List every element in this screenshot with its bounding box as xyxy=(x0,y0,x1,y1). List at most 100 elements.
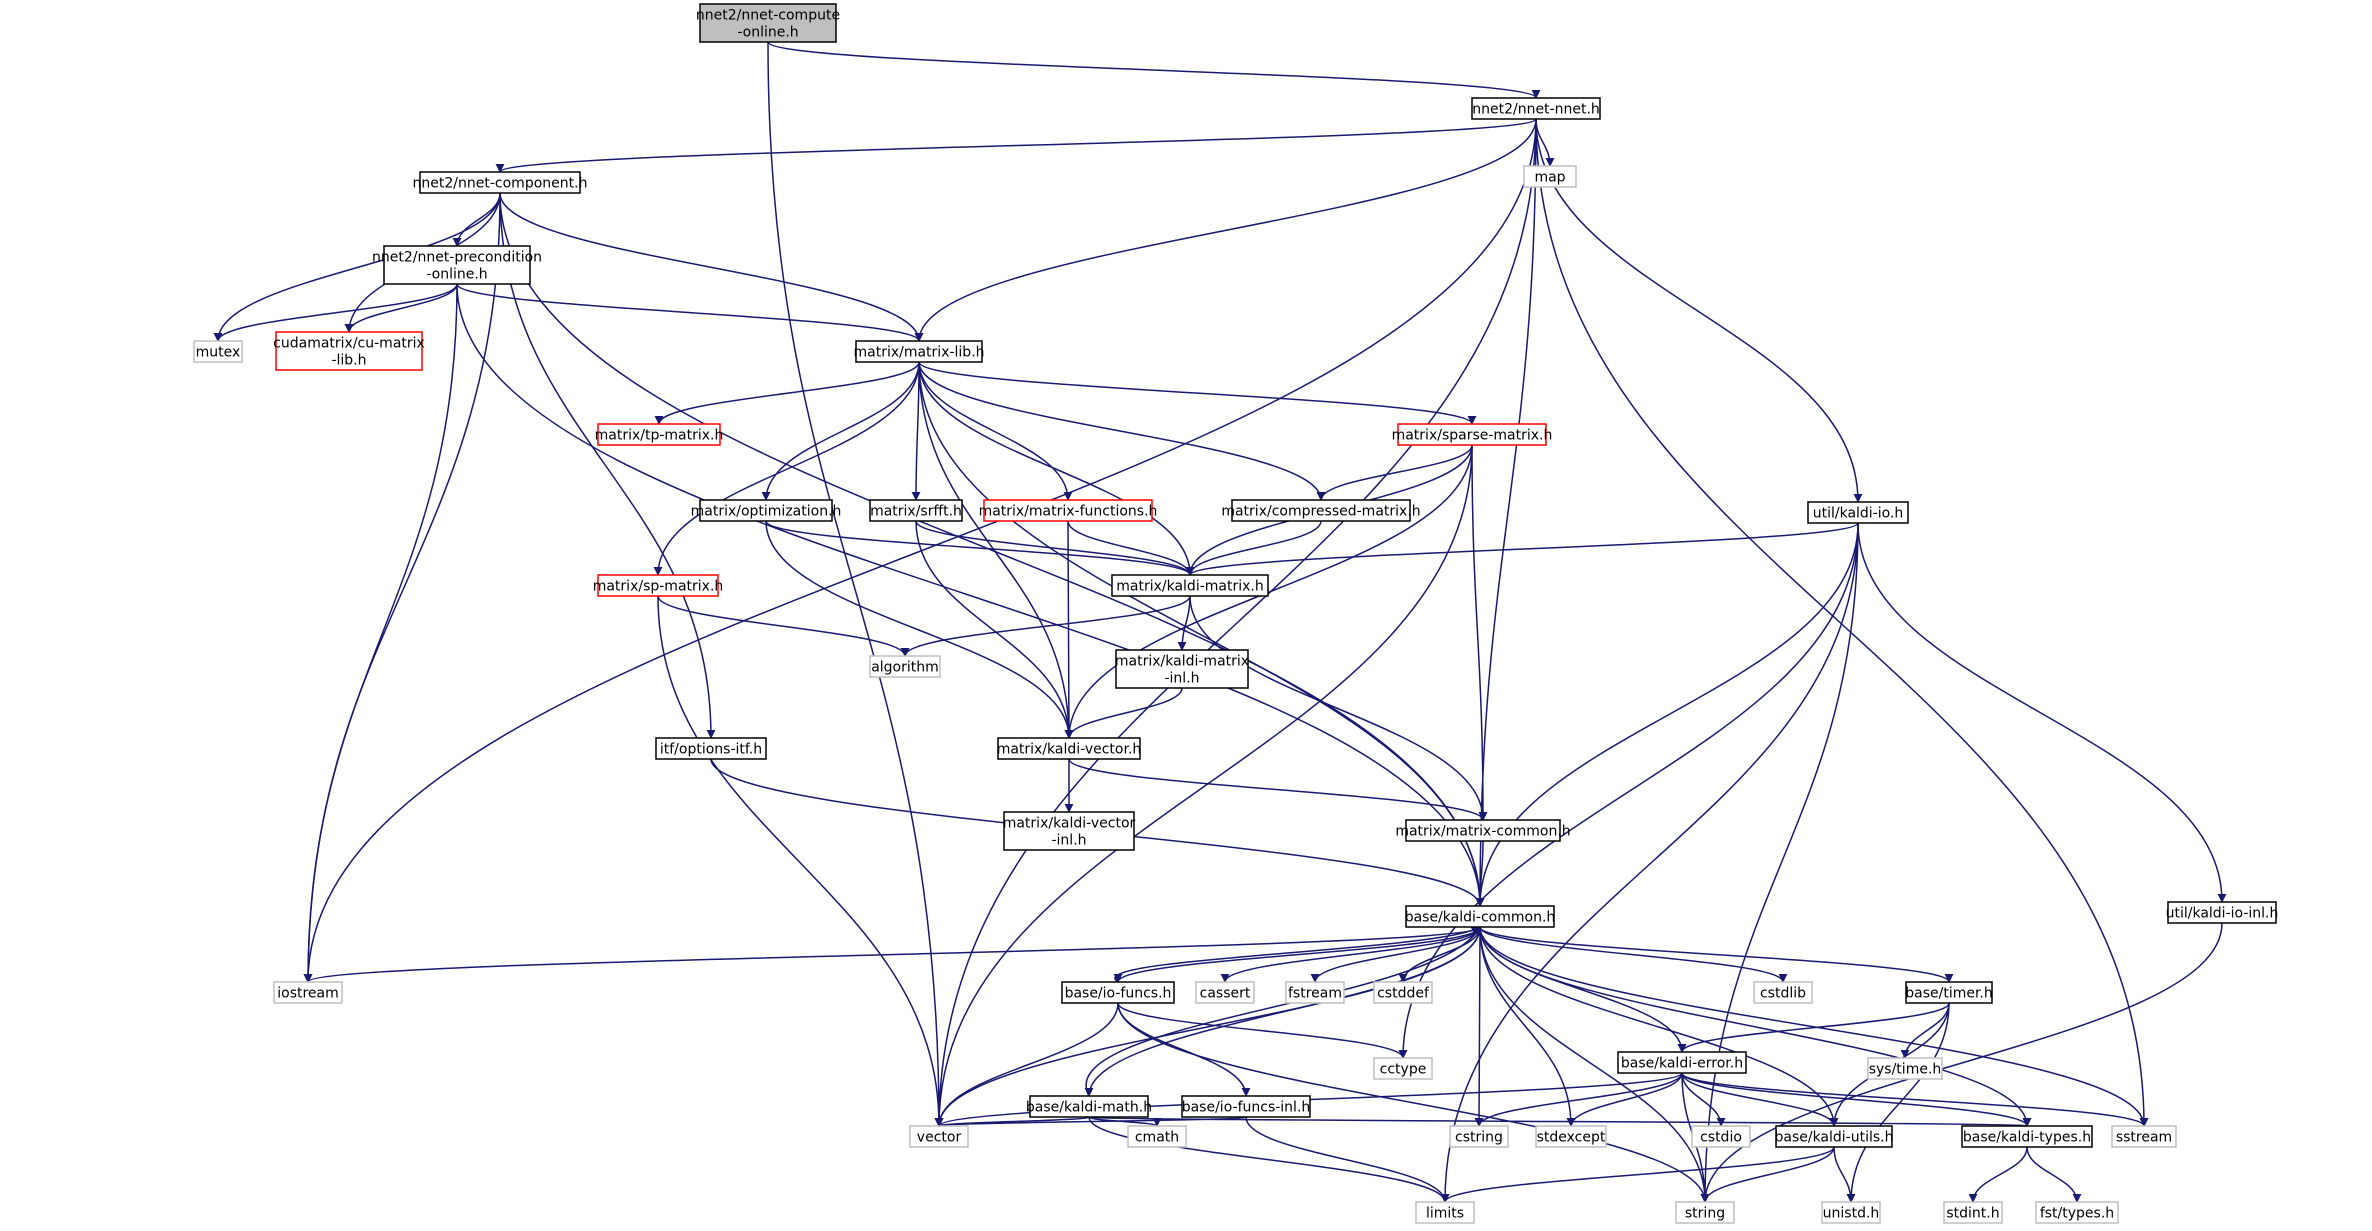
node-kmatrix-label: matrix/kaldi-matrix.h xyxy=(1116,579,1263,595)
edge-kaldiio-to-kcommon xyxy=(1475,522,1859,907)
edge-matrixlib-to-srfft xyxy=(911,361,921,501)
node-stdexcept: stdexcept xyxy=(1535,1125,1607,1148)
node-limits-box xyxy=(1415,1201,1475,1224)
edge-root-to-nnet xyxy=(767,41,1541,99)
node-ktypes-label: base/kaldi-types.h xyxy=(1963,1130,2091,1146)
node-fstream-label: fstream xyxy=(1288,986,1342,1002)
node-cstddef-label: cstddef xyxy=(1377,986,1430,1002)
node-compressed-label: matrix/compressed-matrix.h xyxy=(1221,504,1420,520)
node-kerror[interactable]: base/kaldi-error.h xyxy=(1617,1051,1747,1074)
node-precond[interactable]: nnet2/nnet-precondition-online.h xyxy=(372,245,542,285)
node-root-label: -online.h xyxy=(737,25,798,41)
node-kmatrix[interactable]: matrix/kaldi-matrix.h xyxy=(1111,574,1269,597)
edge-matrixlib-to-optim xyxy=(761,361,920,501)
edge-precond-to-kcommon xyxy=(456,283,1485,907)
node-root-label: nnet2/nnet-compute xyxy=(696,8,840,24)
node-nnet-box xyxy=(1471,97,1601,120)
edge-matrixlib-to-tpmatrix xyxy=(654,361,920,425)
edge-timer-to-unistd xyxy=(1846,1002,1950,1203)
node-algorithm: algorithm xyxy=(869,655,941,678)
edge-kmath-to-vector xyxy=(934,1116,1090,1127)
node-kerror-box xyxy=(1617,1051,1747,1074)
node-mcommon[interactable]: matrix/matrix-common.h xyxy=(1395,819,1571,842)
node-component[interactable]: nnet2/nnet-component.h xyxy=(413,171,588,194)
node-matrixlib[interactable]: matrix/matrix-lib.h xyxy=(853,340,985,363)
edge-ktypes-to-fsttypes xyxy=(2026,1146,2082,1203)
edge-matrixlib-to-kcommon xyxy=(918,361,1485,907)
node-kmath[interactable]: base/kaldi-math.h xyxy=(1026,1095,1152,1118)
node-cstring-box xyxy=(1449,1125,1509,1148)
edge-nnet-to-sstream xyxy=(1535,118,2149,1127)
edge-kcommon-to-cassert xyxy=(1220,926,1481,983)
node-cumatrix-box xyxy=(275,331,423,371)
edge-kmath-to-kcommon xyxy=(1085,926,1481,1097)
node-kaldiioinl-label: util/kaldi-io-inl.h xyxy=(2166,906,2279,922)
edge-precond-to-cumatrix xyxy=(344,283,458,333)
edge-mfuncs-to-kvector xyxy=(1064,520,1074,739)
edge-kerror-to-kutils xyxy=(1681,1072,1839,1127)
edge-kaldiio-to-string xyxy=(1700,522,1859,1203)
edge-kaldiio-to-limits xyxy=(1440,522,1859,1203)
node-root[interactable]: nnet2/nnet-compute-online.h xyxy=(696,3,840,43)
node-timer-box xyxy=(1905,981,1993,1004)
edge-kaldiio-to-kmatrix xyxy=(1185,522,1859,576)
edge-matrixlib-to-kvector xyxy=(918,361,1074,739)
node-precond-label: -online.h xyxy=(426,267,487,283)
edge-nnet-to-vector xyxy=(934,118,1537,1127)
edge-srfft-to-kvector xyxy=(915,520,1074,739)
node-mcommon-box xyxy=(1405,819,1561,842)
node-kvector[interactable]: matrix/kaldi-vector.h xyxy=(997,737,1142,760)
node-stdint-box xyxy=(1943,1201,2003,1224)
node-cassert: cassert xyxy=(1195,981,1255,1004)
edge-sparse-to-compressed xyxy=(1316,444,1473,501)
node-mutex-box xyxy=(193,340,243,363)
node-cstring-label: cstring xyxy=(1455,1130,1503,1146)
edge-matrixlib-to-kmatrix xyxy=(918,361,1195,576)
edge-component-to-mutex xyxy=(213,192,501,342)
node-compressed[interactable]: matrix/compressed-matrix.h xyxy=(1221,499,1421,522)
node-kcommon-label: base/kaldi-common.h xyxy=(1405,910,1556,926)
node-spmatrix[interactable]: matrix/sp-matrix.h xyxy=(593,574,724,597)
node-map-box xyxy=(1523,165,1577,188)
node-iostream-label: iostream xyxy=(277,986,339,1002)
node-nnet-label: nnet2/nnet-nnet.h xyxy=(1472,102,1600,118)
node-kmatrixinl[interactable]: matrix/kaldi-matrix-inl.h xyxy=(1115,649,1249,689)
node-cstdio-label: cstdio xyxy=(1700,1130,1742,1146)
edge-ktypes-to-stdint xyxy=(1968,1146,2028,1203)
node-tpmatrix-label: matrix/tp-matrix.h xyxy=(595,428,724,444)
node-ktypes[interactable]: base/kaldi-types.h xyxy=(1961,1125,2093,1148)
node-tpmatrix[interactable]: matrix/tp-matrix.h xyxy=(595,423,724,446)
node-kaldiioinl[interactable]: util/kaldi-io-inl.h xyxy=(2166,901,2279,924)
node-cumatrix[interactable]: cudamatrix/cu-matrix-lib.h xyxy=(273,331,425,371)
node-cctype-label: cctype xyxy=(1380,1062,1427,1078)
edge-root-to-vector xyxy=(767,41,944,1127)
edge-sparse-to-mcommon xyxy=(1471,444,1488,821)
node-srfft[interactable]: matrix/srfft.h xyxy=(869,499,963,522)
edge-component-to-iostream xyxy=(303,192,501,983)
node-kcommon-box xyxy=(1405,905,1555,928)
edge-nnet-to-component xyxy=(495,118,1537,173)
node-iofuncs[interactable]: base/io-funcs.h xyxy=(1061,981,1175,1004)
node-optim[interactable]: matrix/optimization.h xyxy=(691,499,842,522)
edge-kcommon-to-cstring xyxy=(1474,926,1484,1127)
edge-component-to-precond xyxy=(452,192,501,247)
node-kaldiio[interactable]: util/kaldi-io.h xyxy=(1807,501,1909,524)
node-cctype-box xyxy=(1373,1057,1433,1080)
node-kcommon[interactable]: base/kaldi-common.h xyxy=(1405,905,1556,928)
node-kvectorinl[interactable]: matrix/kaldi-vector-inl.h xyxy=(1003,811,1136,851)
node-root-box xyxy=(699,3,837,43)
edge-spmatrix-to-vector xyxy=(657,595,944,1127)
node-optionsitf[interactable]: itf/options-itf.h xyxy=(655,737,767,760)
node-sstream-label: sstream xyxy=(2116,1130,2172,1146)
edge-kcommon-to-timer xyxy=(1479,926,1954,983)
node-cstdio-box xyxy=(1691,1125,1751,1148)
node-nnet[interactable]: nnet2/nnet-nnet.h xyxy=(1471,97,1601,120)
node-timer[interactable]: base/timer.h xyxy=(1905,981,1993,1004)
edge-kvector-to-mcommon xyxy=(1068,758,1488,821)
node-iofuncsinl[interactable]: base/io-funcs-inl.h xyxy=(1181,1095,1311,1118)
node-algorithm-label: algorithm xyxy=(871,660,939,676)
node-kutils[interactable]: base/kaldi-utils.h xyxy=(1774,1125,1894,1148)
node-sparse[interactable]: matrix/sparse-matrix.h xyxy=(1392,423,1553,446)
edge-kcommon-to-sstream xyxy=(1479,926,2149,1127)
node-mfuncs[interactable]: matrix/matrix-functions.h xyxy=(979,499,1158,522)
